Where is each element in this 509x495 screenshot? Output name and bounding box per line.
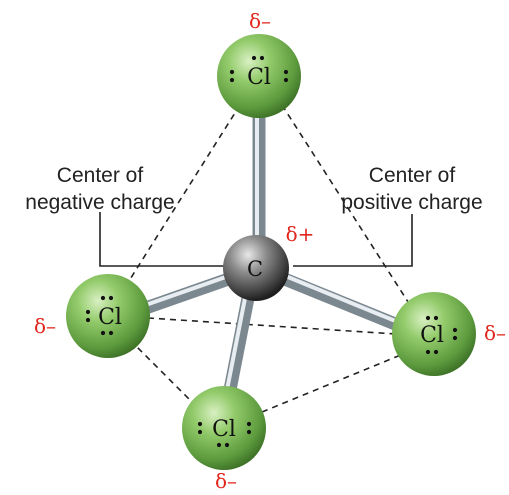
negative-center-bracket xyxy=(99,212,224,267)
carbon-atom: C xyxy=(223,235,289,301)
charge-carbon: δ+ xyxy=(286,222,315,246)
chlorine-left: Cl xyxy=(66,274,150,358)
positive-center-label-line1: Center of xyxy=(369,164,456,187)
chlorine-top: Cl xyxy=(217,34,301,118)
positive-center-label-line2: positive charge xyxy=(341,191,482,214)
bond-right xyxy=(275,271,417,337)
bond-left xyxy=(133,268,247,317)
negative-center-label-line1: Center of xyxy=(57,164,144,187)
bonds xyxy=(133,103,417,407)
chlorine-bottom: Cl xyxy=(182,386,266,470)
edge-left-bottom xyxy=(129,339,193,403)
chlorine-right-lone-pairs xyxy=(425,315,458,355)
charge-bottom: δ– xyxy=(215,469,237,493)
positive-center-bracket xyxy=(293,214,413,267)
chlorine-bottom-symbol: Cl xyxy=(212,417,236,442)
edge-top-left xyxy=(121,104,241,293)
charge-right: δ– xyxy=(484,321,506,345)
chlorine-left-symbol: Cl xyxy=(98,305,122,330)
chlorine-right: Cl xyxy=(392,292,476,376)
charge-top: δ– xyxy=(249,9,271,33)
chlorine-left-lone-pairs xyxy=(85,295,114,336)
chlorine-left-sphere xyxy=(66,274,150,358)
negative-center-label-line2: negative charge xyxy=(25,191,174,214)
carbon-symbol: C xyxy=(247,257,263,281)
chlorine-right-symbol: Cl xyxy=(420,323,444,348)
chlorine-bottom-sphere xyxy=(182,386,266,470)
carbon-sphere xyxy=(223,235,289,301)
bond-bottom xyxy=(221,281,257,407)
chlorine-top-lone-pairs xyxy=(229,55,289,83)
tetrahedron-edges xyxy=(121,104,411,413)
chlorine-top-sphere xyxy=(217,34,301,118)
chlorine-right-sphere xyxy=(392,292,476,376)
chlorine-bottom-lone-pairs xyxy=(197,421,252,448)
edge-left-right xyxy=(147,317,397,335)
chlorine-top-symbol: Cl xyxy=(247,65,271,90)
edge-bottom-right xyxy=(261,351,409,413)
charge-center-brackets xyxy=(99,212,413,267)
charge-left: δ– xyxy=(34,314,56,338)
